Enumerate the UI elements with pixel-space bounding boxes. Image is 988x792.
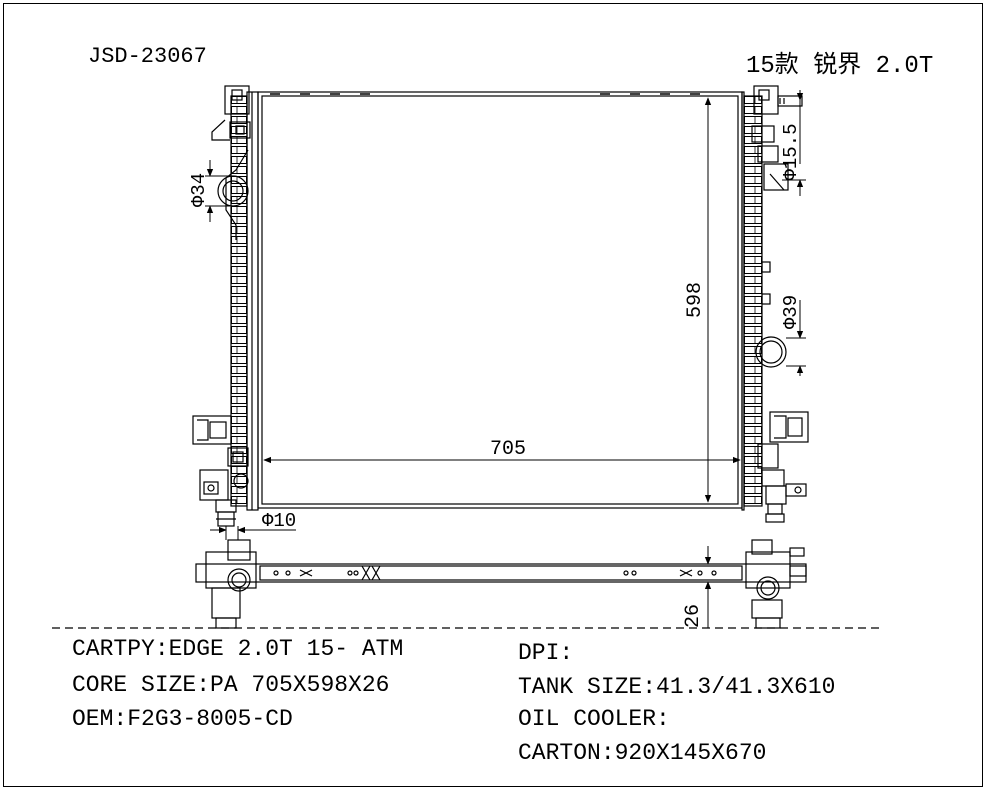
dim-depth-label: 26 bbox=[682, 604, 705, 628]
drawing-frame bbox=[3, 3, 983, 787]
part-code: JSD-23067 bbox=[88, 44, 207, 69]
spec-cartpy: CARTPY:EDGE 2.0T 15- ATM bbox=[72, 636, 404, 662]
dim-width-label: 705 bbox=[490, 438, 526, 461]
spec-dpi: DPI: bbox=[518, 640, 574, 666]
dim-port-top-right: Φ15.5 bbox=[780, 123, 802, 180]
dimension-lines bbox=[205, 90, 806, 628]
spec-tank-size: TANK SIZE:41.3/41.3X610 bbox=[518, 674, 836, 700]
left-tank bbox=[192, 85, 259, 527]
right-tank bbox=[741, 85, 809, 523]
spec-oil-cooler: OIL COOLER: bbox=[518, 706, 670, 732]
spec-oem: OEM:F2G3-8005-CD bbox=[72, 706, 293, 732]
side-view bbox=[195, 539, 807, 629]
dim-port-bottom-left: Φ10 bbox=[262, 510, 296, 532]
vehicle-model: 15款 锐界 2.0T bbox=[746, 53, 934, 80]
spec-core-size: CORE SIZE:PA 705X598X26 bbox=[72, 672, 390, 698]
dim-inlet-diameter: Φ34 bbox=[188, 173, 210, 207]
dim-outlet-diameter: Φ39 bbox=[780, 295, 802, 329]
dim-height-label: 598 bbox=[684, 282, 707, 318]
spec-carton: CARTON:920X145X670 bbox=[518, 740, 767, 766]
